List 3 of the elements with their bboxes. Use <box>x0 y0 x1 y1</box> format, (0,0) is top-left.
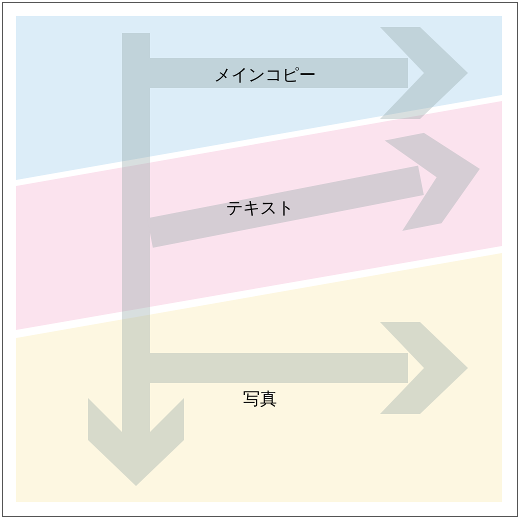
band-label: テキスト <box>226 197 294 220</box>
band-label: メインコピー <box>214 64 316 88</box>
band-label: 写真 <box>243 388 277 412</box>
